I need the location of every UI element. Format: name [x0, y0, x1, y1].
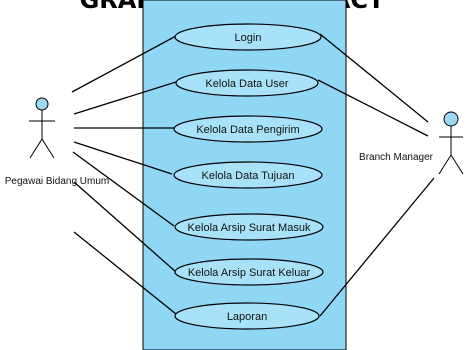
usecase-label: Kelola Arsip Surat Keluar: [188, 267, 311, 279]
usecase-label: Kelola Data Pengirim: [196, 124, 299, 136]
usecase-login[interactable]: [174, 23, 322, 51]
association-lines: [71, 33, 435, 317]
usecase-laporan[interactable]: [174, 302, 320, 330]
actor-branch-manager[interactable]: Branch Manager: [359, 111, 464, 175]
actor-figure-icon: [438, 126, 464, 175]
actor-label: Branch Manager: [359, 152, 434, 163]
usecase-label: Kelola Data Tujuan: [202, 170, 295, 182]
usecase-label: Kelola Data User: [205, 78, 288, 90]
actor-figure-icon: [29, 110, 55, 159]
actor-head-icon: [443, 111, 459, 127]
association-manager-login: [319, 33, 429, 123]
usecase-kelola-arsip-surat-keluar[interactable]: [174, 258, 324, 286]
usecase-kelola-arsip-surat-masuk[interactable]: [174, 213, 324, 241]
association-manager-data-user: [317, 79, 429, 137]
association-pegawai-data-user: [73, 81, 177, 115]
association-manager-laporan: [319, 177, 435, 317]
actor-pegawai[interactable]: Pegawai Bidang Umum: [5, 97, 110, 187]
actor-label: Pegawai Bidang Umum: [5, 176, 110, 187]
association-pegawai-surat-keluar: [73, 181, 177, 273]
usecase-label: Kelola Arsip Surat Masuk: [188, 222, 311, 234]
usecase-kelola-data-user[interactable]: [175, 69, 319, 97]
association-pegawai-login: [71, 35, 177, 93]
usecase-kelola-data-pengirim[interactable]: [173, 115, 323, 143]
use-cases: [173, 23, 324, 330]
association-pegawai-laporan: [73, 231, 177, 315]
association-pegawai-data-tujuan: [73, 141, 173, 175]
usecase-label: Laporan: [227, 311, 267, 323]
association-pegawai-surat-masuk: [72, 151, 175, 227]
usecase-kelola-data-tujuan[interactable]: [173, 161, 323, 189]
usecase-label: Login: [235, 32, 262, 44]
actor-head-icon: [35, 97, 49, 111]
